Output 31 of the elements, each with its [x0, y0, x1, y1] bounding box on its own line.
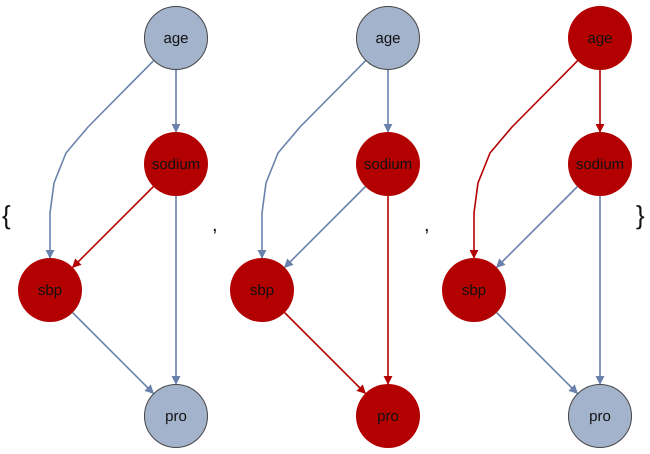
comma: ,: [424, 215, 430, 235]
brace: {: [2, 202, 11, 228]
arrow: [172, 196, 180, 385]
arrow: [384, 196, 392, 385]
variable-node: age: [144, 6, 208, 70]
arrow: [496, 186, 578, 268]
arrow: [46, 60, 154, 259]
arrow: [496, 312, 578, 394]
variable-node: pro: [144, 384, 208, 448]
arrow: [172, 70, 180, 133]
variable-node: sodium: [144, 132, 208, 196]
arrow: [470, 60, 578, 259]
variable-node: sbp: [18, 258, 82, 322]
arrow: [72, 312, 154, 394]
variable-node: pro: [356, 384, 420, 448]
variable-node: age: [568, 6, 632, 70]
variable-node: sbp: [230, 258, 294, 322]
arrow: [284, 186, 366, 268]
variable-node: sodium: [356, 132, 420, 196]
arrow: [284, 312, 366, 394]
arrow: [258, 60, 366, 259]
variable-node: sodium: [568, 132, 632, 196]
variable-node: sbp: [442, 258, 506, 322]
comma: ,: [212, 215, 218, 235]
variable-node: age: [356, 6, 420, 70]
variable-node: pro: [568, 384, 632, 448]
arrow: [596, 70, 604, 133]
brace: }: [636, 202, 645, 228]
arrow: [384, 70, 392, 133]
arrow: [596, 196, 604, 385]
arrow: [72, 186, 154, 268]
